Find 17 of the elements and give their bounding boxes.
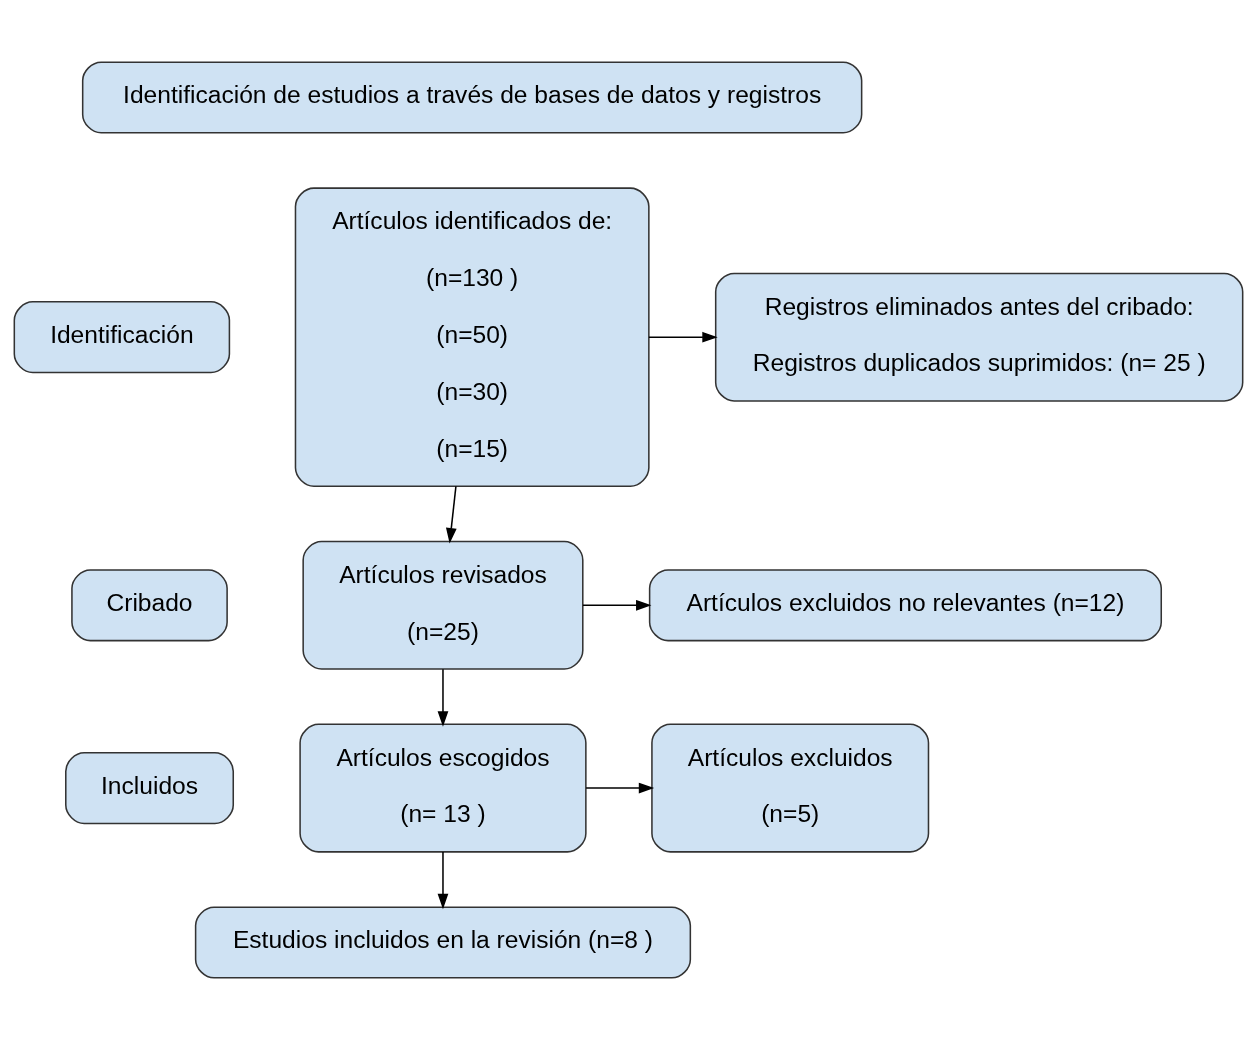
arrow xyxy=(582,599,652,611)
node-box: Artículos excluidos (n=5) xyxy=(651,723,930,853)
node-box: Identificación de estudios a través de bases de datos y registros xyxy=(81,60,863,134)
node-box: Artículos identificados de: (n=130 ) (n=50) (n=30) (n=15) xyxy=(294,186,650,487)
arrow xyxy=(585,782,655,793)
node-box: Estudios incluidos en la revisión (n=8 ) xyxy=(194,905,692,979)
arrow xyxy=(437,667,449,727)
node-box: Identificación xyxy=(13,300,231,373)
arrow xyxy=(648,331,718,343)
node-box: Artículos escogidos (n= 13 ) xyxy=(299,723,587,853)
node-box: Artículos revisados (n=25) xyxy=(302,540,584,670)
node-box: Artículos excluidos no relevantes (n=12) xyxy=(648,568,1162,641)
node-box: Cribado xyxy=(71,568,228,641)
node-box: Incluidos xyxy=(65,751,234,824)
arrow xyxy=(437,850,449,909)
node-box: Registros eliminados antes del cribado: Registros duplicados suprimidos: (n= 25 ) xyxy=(714,272,1244,402)
arrow xyxy=(445,485,457,543)
